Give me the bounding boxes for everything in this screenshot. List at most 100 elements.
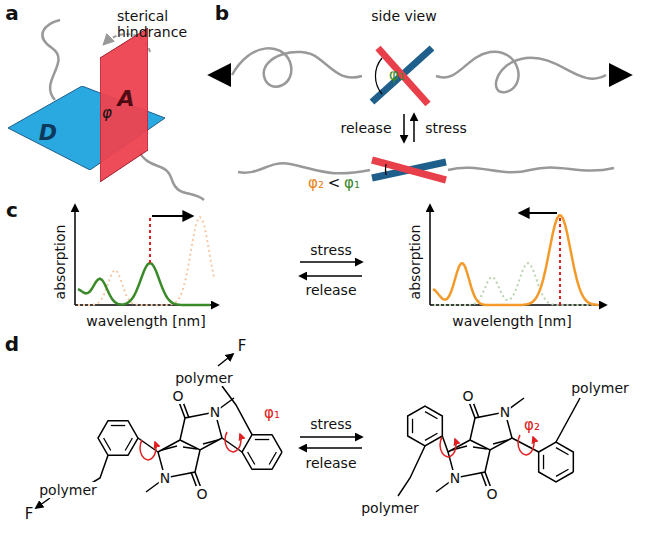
process-label: stress [310,242,351,258]
angle-label: φ₁ [264,405,280,422]
double-bond [452,446,467,450]
double-bond [556,469,568,476]
angle-label: φ₂ [524,417,540,434]
angle-label: φ₂ [308,175,324,192]
stress-arrow [212,73,228,77]
double-bond [425,433,437,440]
substituent-label: polymer [38,482,98,498]
plane-letter: D [39,120,57,145]
force-arrow [218,354,233,366]
substituent-label: polymer [360,500,420,516]
stress-arrow [612,73,628,77]
atom-label: O [171,388,184,404]
plane-letter: A [117,86,134,111]
double-bond [493,440,508,444]
single-bond [442,436,448,452]
process-label: stress [310,416,351,432]
equilibrium-arrow [413,114,415,142]
polymer-bond [90,455,108,484]
equilibrium-arrow [403,114,405,142]
atom-label: N [499,404,511,420]
double-bond [203,440,218,444]
annotation: side view [371,8,436,24]
benzene-ring [98,421,138,456]
polymer-bond [222,386,252,435]
double-bond [162,446,177,450]
spectrum-after [78,217,214,305]
panel-letter: d [5,333,19,356]
acceptor-bar [378,48,428,104]
axis [429,205,431,305]
polymer-chain [42,20,60,100]
force-arrow [36,498,50,508]
process-label: release [305,282,356,298]
rotation-arrow [140,440,156,460]
double-bond [125,438,132,450]
polymer-chain [448,167,614,172]
angle-label: φ [102,105,112,122]
double-bond [556,448,568,455]
equilibrium-arrow [300,261,362,263]
axis [74,205,76,305]
process-label: stress [425,120,466,136]
shift-arrow [152,215,192,217]
atom-label: N [209,404,221,420]
double-bond [412,419,413,433]
double-bond [183,447,197,449]
panel-letter: c [6,199,18,222]
double-bond [269,452,276,464]
atom-label: N [449,470,461,486]
panel-letter: a [5,2,19,25]
force-label: F [238,338,247,355]
equilibrium-arrow [300,275,362,277]
polymer-bond [556,398,580,442]
equilibrium-arrow [300,436,362,438]
rotation-arrow [225,432,241,452]
carbonyl [473,402,479,418]
axis-label: wavelength [nm] [452,313,571,329]
peak-marker [559,215,561,305]
substituent-label: polymer [570,380,630,396]
polymer-bond [398,446,425,496]
panel-letter: b [215,2,229,25]
double-bond [473,447,487,449]
peak-marker [149,218,151,263]
angle-arc [385,164,387,175]
acceptor-bar [372,160,446,180]
angle-arc [375,58,382,94]
double-bond [255,439,269,440]
double-bond [111,425,125,426]
angle-label: φ₁ [344,175,360,192]
double-bond [425,412,437,419]
double-bond [248,452,255,464]
benzene-ring [539,442,574,482]
rotation-arrow [518,435,534,455]
polymer-chain [238,163,370,173]
plane-shape [100,28,148,182]
double-bond [543,455,544,469]
angle-label: φ₁ [389,67,405,84]
axis-label: absorption [407,225,423,300]
axis-label: wavelength [nm] [86,313,205,329]
spectrum-after [433,215,599,305]
atom-label: N [159,470,171,486]
axis-label: absorption [52,225,68,300]
polymer-chain [436,52,606,93]
single-bond [512,438,539,452]
angle-label: < [328,175,341,192]
force-label: F [25,506,34,523]
benzene-ring [242,435,282,470]
process-label: release [305,455,356,471]
process-label: release [340,120,391,136]
shift-arrow [520,212,557,214]
rotation-arrow [440,437,456,457]
carbonyl [183,402,189,418]
atom-label: O [485,486,498,502]
atom-label: O [461,388,474,404]
annotation: sterical hindrance [117,8,203,40]
polymer-chain [232,48,362,86]
polymer-chain [138,150,204,200]
spectrum-before [78,263,210,305]
equilibrium-arrow [300,447,362,449]
